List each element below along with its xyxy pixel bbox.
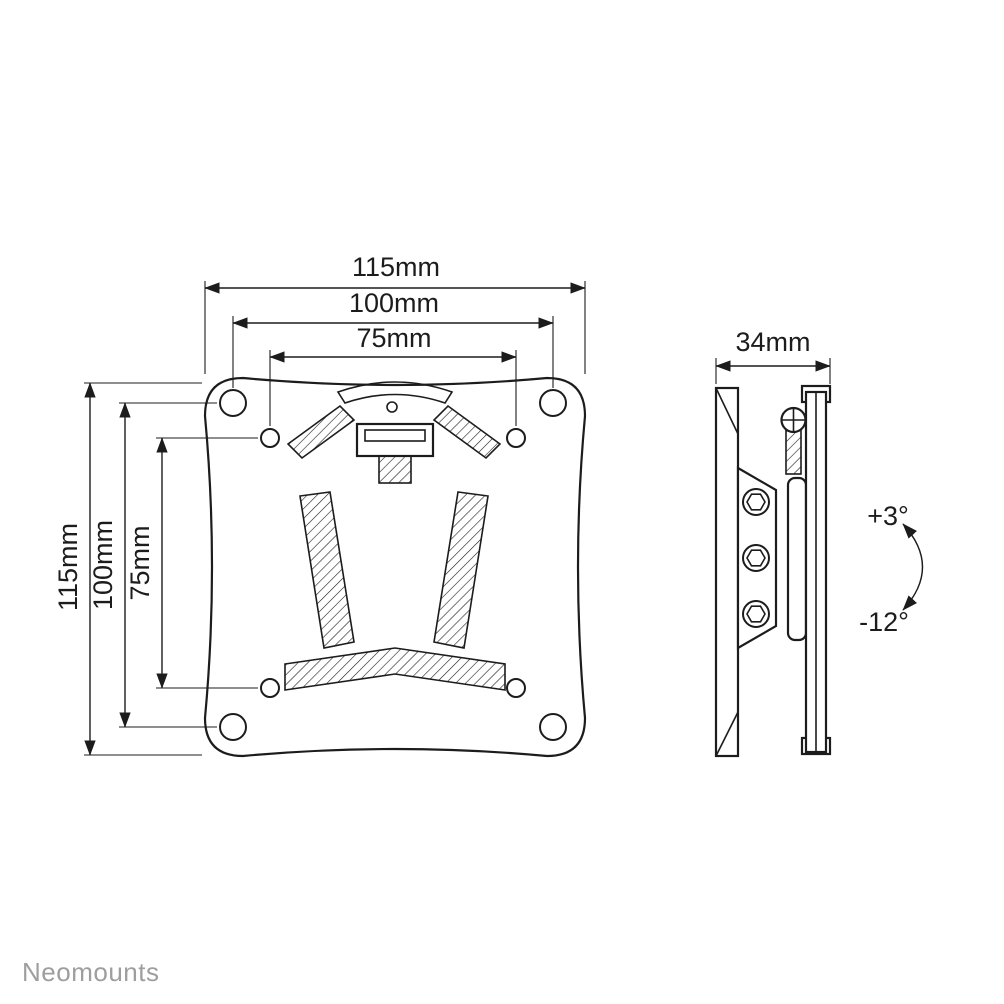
side-wall-plate-bevel-top [715,387,739,435]
dim-label-width-115: 115mm [352,252,440,282]
middle-rib-right [433,491,489,649]
hex-bolt-head [746,605,766,623]
vesa-100-hole [219,389,247,417]
dimension-depth-34: 34mm [715,327,831,384]
dim-label-height-100: 100mm [88,520,118,610]
latch-pivot-hole [386,401,398,413]
upper-rib-left [286,404,356,460]
upper-rib-right [432,404,502,460]
hex-bolt [742,544,770,572]
dimension-height-100: 100mm [88,402,217,728]
hex-bolt [742,600,770,628]
dimension-width-115: 115mm [204,252,586,374]
vesa-75-hole [260,678,280,698]
hex-bolt [742,488,770,516]
tilt-arc-arrow [902,523,924,611]
bottom-chevron-rib [284,647,506,691]
vesa-100-hole [539,389,567,417]
vesa-100-hole [219,713,247,741]
hex-bolt-head [746,549,766,567]
dim-label-height-75: 75mm [125,525,155,600]
vesa-100-hole [539,713,567,741]
vesa-75-hole [506,678,526,698]
dimension-width-100: 100mm [232,288,554,388]
vesa-75-hole [260,428,280,448]
dim-label-width-75: 75mm [356,323,431,353]
tilt-screw-thread [785,429,802,475]
side-view-mount [714,384,832,758]
hex-bolt-head [746,493,766,511]
side-hinge-block [786,476,808,642]
tilt-angle-indicator: +3° -12° [859,501,924,637]
dim-label-height-115: 115mm [53,523,83,611]
dim-label-width-100: 100mm [349,288,439,318]
front-view-wall-plate [203,376,587,758]
vesa-75-hole [506,428,526,448]
dimension-height-115: 115mm [53,382,202,756]
side-wall-plate-bevel-bottom [715,711,739,757]
lock-screw-thread [378,455,412,484]
lock-bracket [355,422,435,458]
lock-bracket-slot [364,429,426,442]
middle-rib-left [299,491,355,649]
brand-logo-text: Neomounts [22,957,159,987]
dim-label-depth-34: 34mm [735,327,810,357]
top-latch-tab [336,381,454,404]
tilt-down-label: -12° [859,607,909,637]
side-wall-plate [714,386,740,758]
dimension-width-75: 75mm [269,323,517,426]
dimension-height-75: 75mm [125,437,258,689]
tilt-up-label: +3° [867,501,909,531]
